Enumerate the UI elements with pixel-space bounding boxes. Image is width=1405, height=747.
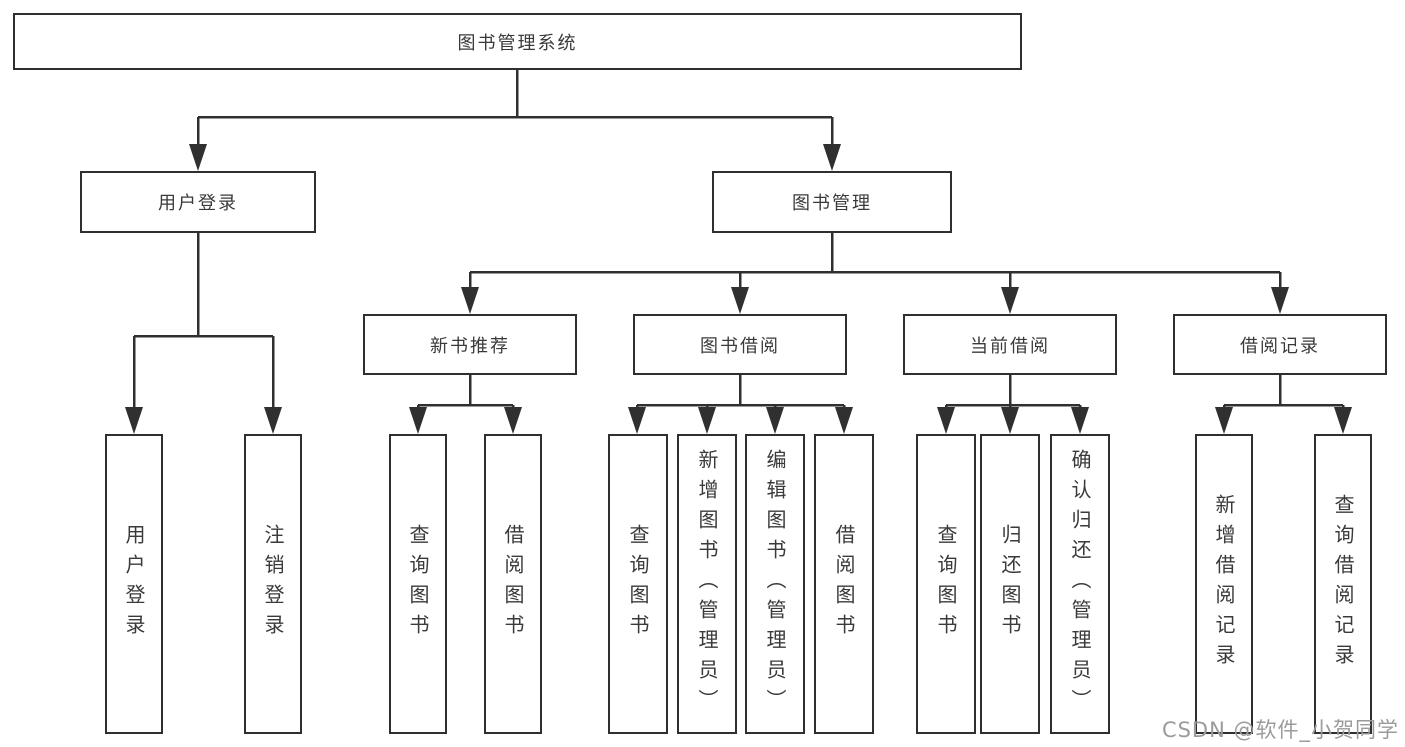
node-user-login-branch: 用户登录 bbox=[80, 171, 316, 233]
node-book-management: 图书管理 bbox=[712, 171, 952, 233]
node-borrowing-records: 借阅记录 bbox=[1173, 314, 1387, 375]
leaf-edit-book-admin: 编辑图书（管理员） bbox=[745, 434, 805, 734]
leaf-query-books-borrowing: 查询图书 bbox=[608, 434, 668, 734]
leaf-borrow-books-borrowing: 借阅图书 bbox=[814, 434, 874, 734]
leaf-borrow-books-recommend: 借阅图书 bbox=[484, 434, 542, 734]
leaf-query-borrow-record: 查询借阅记录 bbox=[1314, 434, 1372, 734]
node-library-system: 图书管理系统 bbox=[13, 13, 1022, 70]
node-current-borrowing: 当前借阅 bbox=[903, 314, 1117, 375]
leaf-query-books-recommend: 查询图书 bbox=[389, 434, 447, 734]
leaf-logout: 注销登录 bbox=[244, 434, 302, 734]
leaf-return-book: 归还图书 bbox=[980, 434, 1040, 734]
leaf-user-login: 用户登录 bbox=[105, 434, 163, 734]
leaf-add-borrow-record: 新增借阅记录 bbox=[1195, 434, 1253, 734]
watermark: CSDN @软件_小贺同学 bbox=[1161, 718, 1399, 742]
arrowheads bbox=[125, 144, 1352, 434]
leaf-confirm-return-admin: 确认归还（管理员） bbox=[1050, 434, 1110, 734]
leaf-query-books-current: 查询图书 bbox=[916, 434, 976, 734]
node-new-book-recommend: 新书推荐 bbox=[363, 314, 577, 375]
node-book-borrowing: 图书借阅 bbox=[633, 314, 847, 375]
leaf-add-book-admin: 新增图书（管理员） bbox=[677, 434, 737, 734]
